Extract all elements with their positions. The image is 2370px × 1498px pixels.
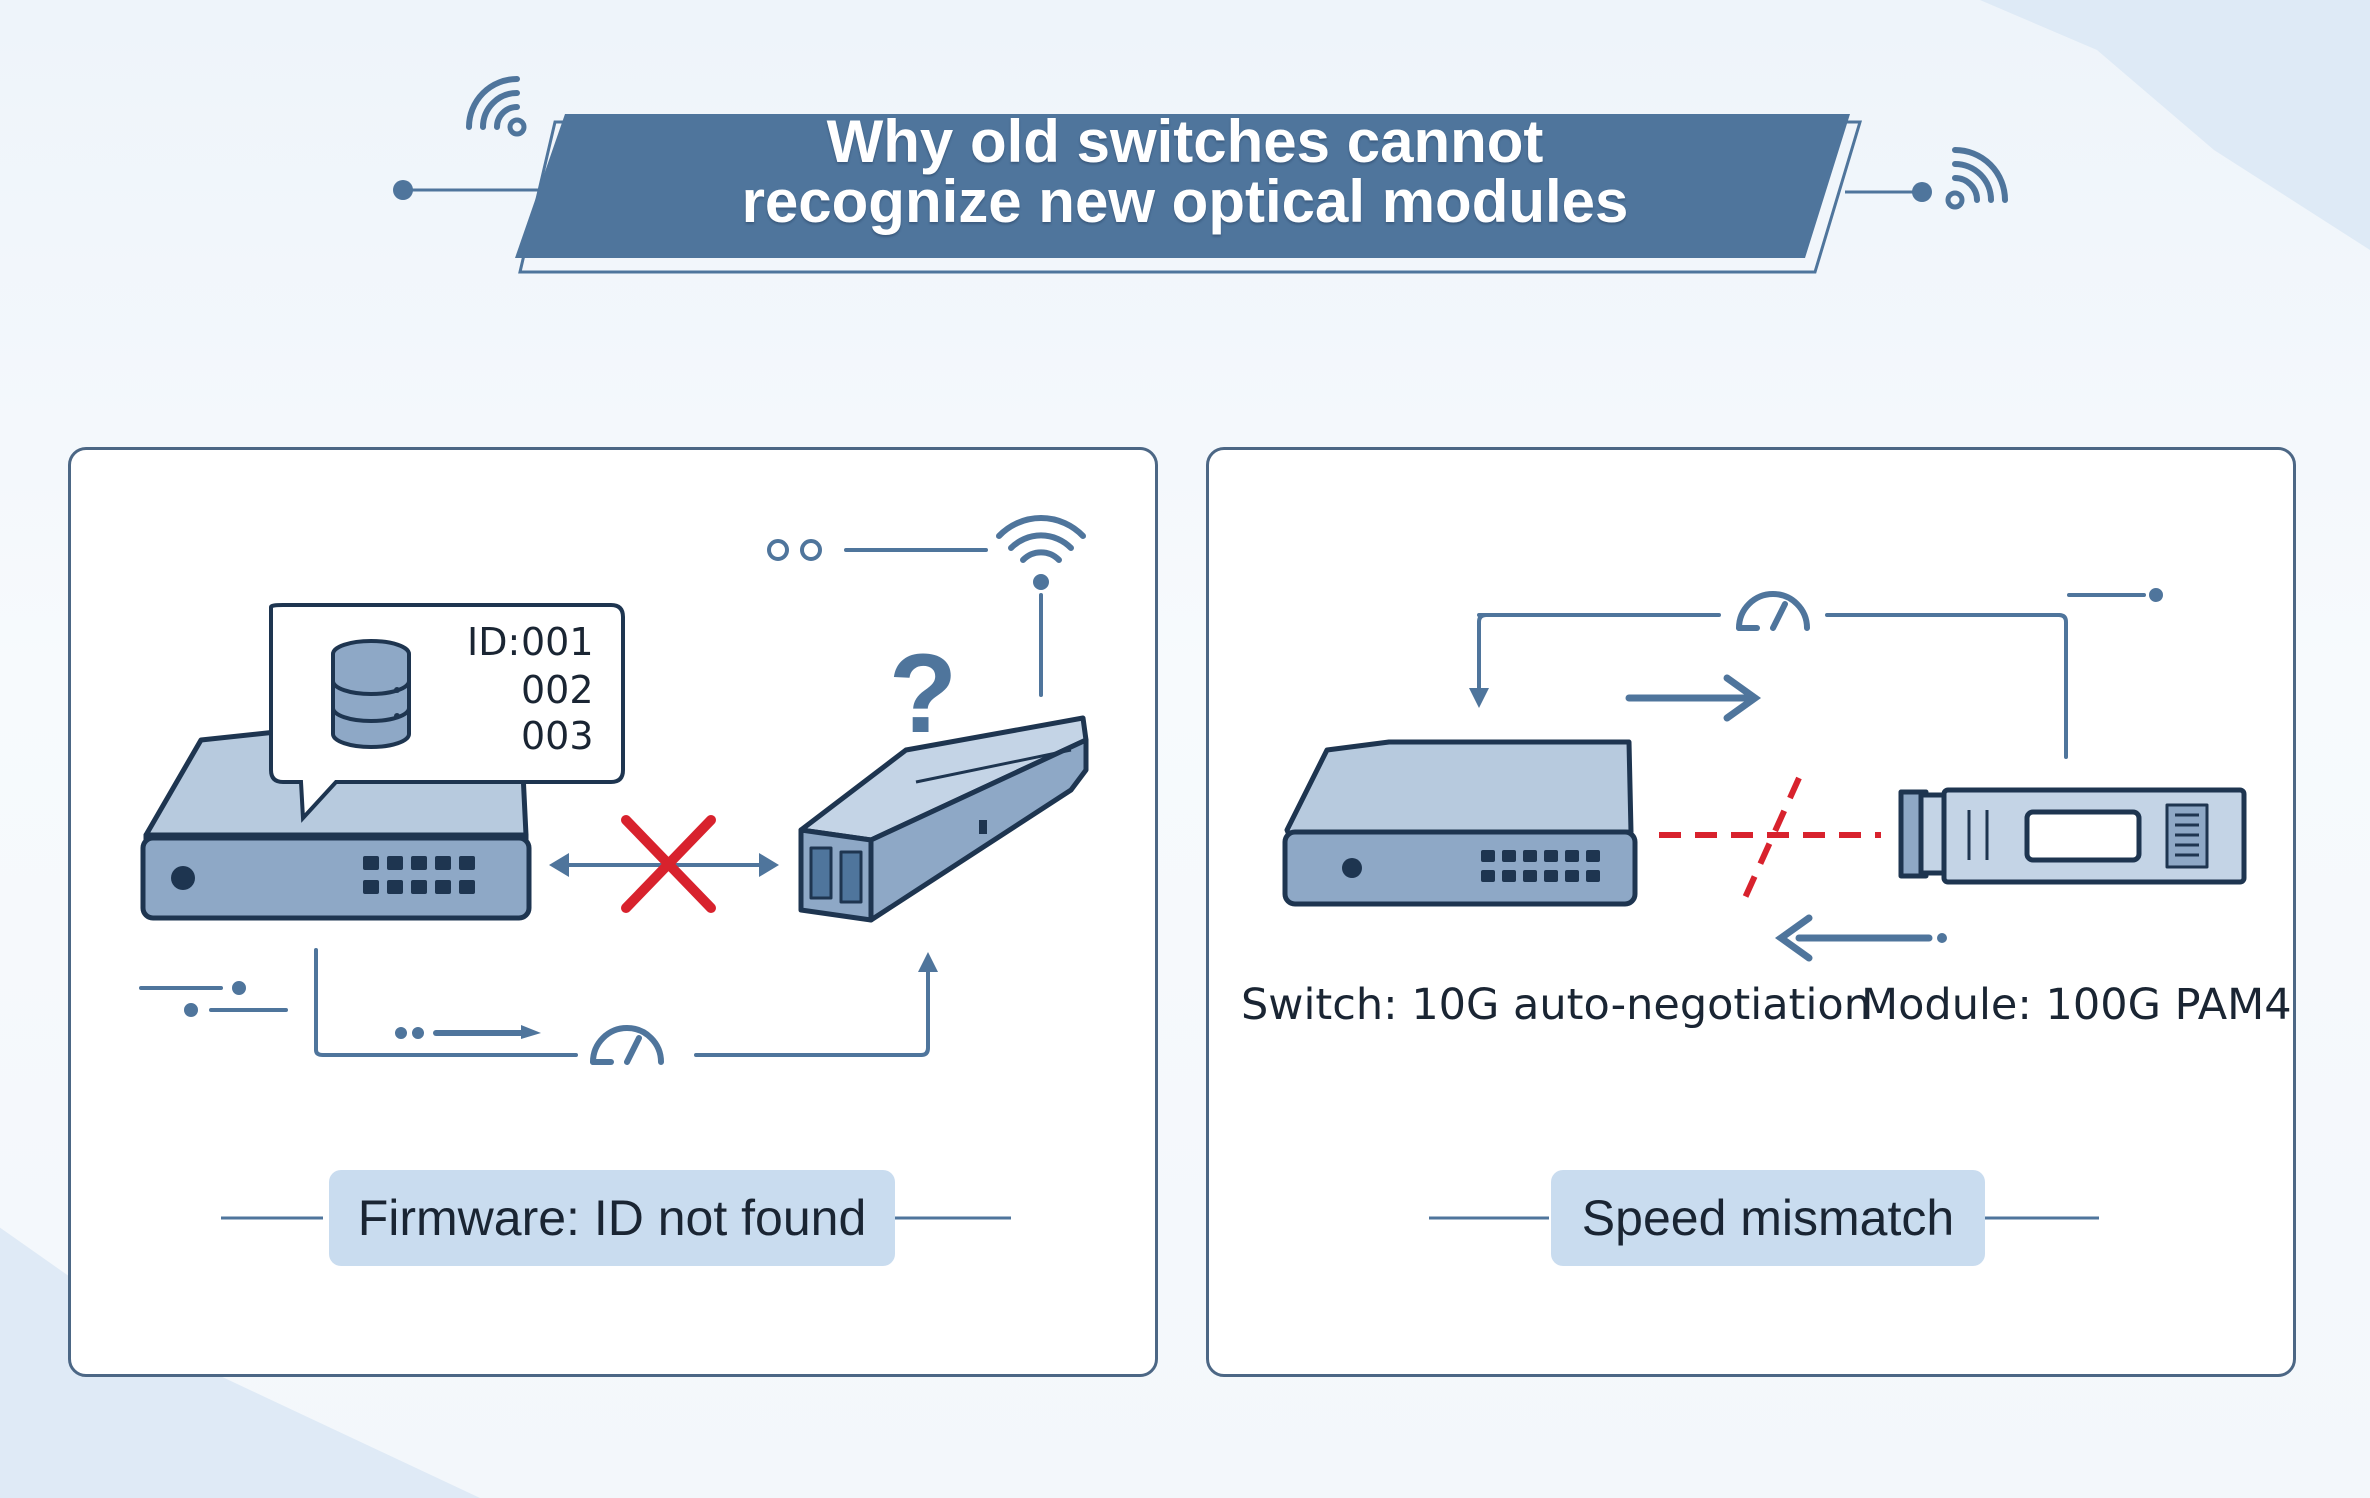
wifi-icon-top-right [1945, 147, 2008, 210]
id-item-2: 002 [521, 668, 594, 712]
error-x-icon [621, 815, 716, 913]
wifi-icon-top-left [466, 76, 527, 137]
left-panel-firmware: ? [68, 447, 1158, 1377]
speed-diagram [1282, 588, 2247, 1220]
banner-connector-node-left [393, 180, 413, 200]
broken-link-dashed [1659, 776, 1881, 902]
right-panel-speed: Switch: 10G auto-negotiation Module: 100… [1206, 447, 2296, 1377]
page-title: Why old switches cannot recognize new op… [560, 112, 1810, 232]
database-icon [331, 639, 411, 749]
negotiation-loop-lines [1469, 588, 2163, 962]
speedometer-icon [590, 1025, 664, 1065]
speedometer-icon [1736, 591, 1810, 631]
module-spec-label: Module: 100G PAM4 [1861, 980, 2292, 1030]
firmware-diagram: ? [139, 515, 1089, 1220]
bottom-flow-lines [139, 948, 938, 1057]
banner-connector-node-right [1912, 182, 1932, 202]
optical-module-icon [798, 715, 1089, 923]
id-item-1: 001 [521, 620, 594, 664]
switch-spec-label: Switch: 10G auto-negotiation [1241, 980, 1871, 1030]
id-speech-bubble [269, 603, 625, 823]
caption-firmware-error: Firmware: ID not found [329, 1170, 895, 1266]
network-switch-icon [1282, 739, 1638, 907]
title-line-1: Why old switches cannot [826, 108, 1544, 175]
optical-module-side-icon [1898, 787, 2247, 885]
id-item-3: 003 [521, 714, 594, 758]
caption-speed-mismatch: Speed mismatch [1551, 1170, 1985, 1266]
signal-decoration [767, 515, 1086, 697]
title-line-2: recognize new optical modules [741, 168, 1629, 235]
id-label: ID: [467, 620, 521, 664]
unknown-question-mark: ? [889, 631, 957, 756]
title-banner [393, 76, 2008, 274]
